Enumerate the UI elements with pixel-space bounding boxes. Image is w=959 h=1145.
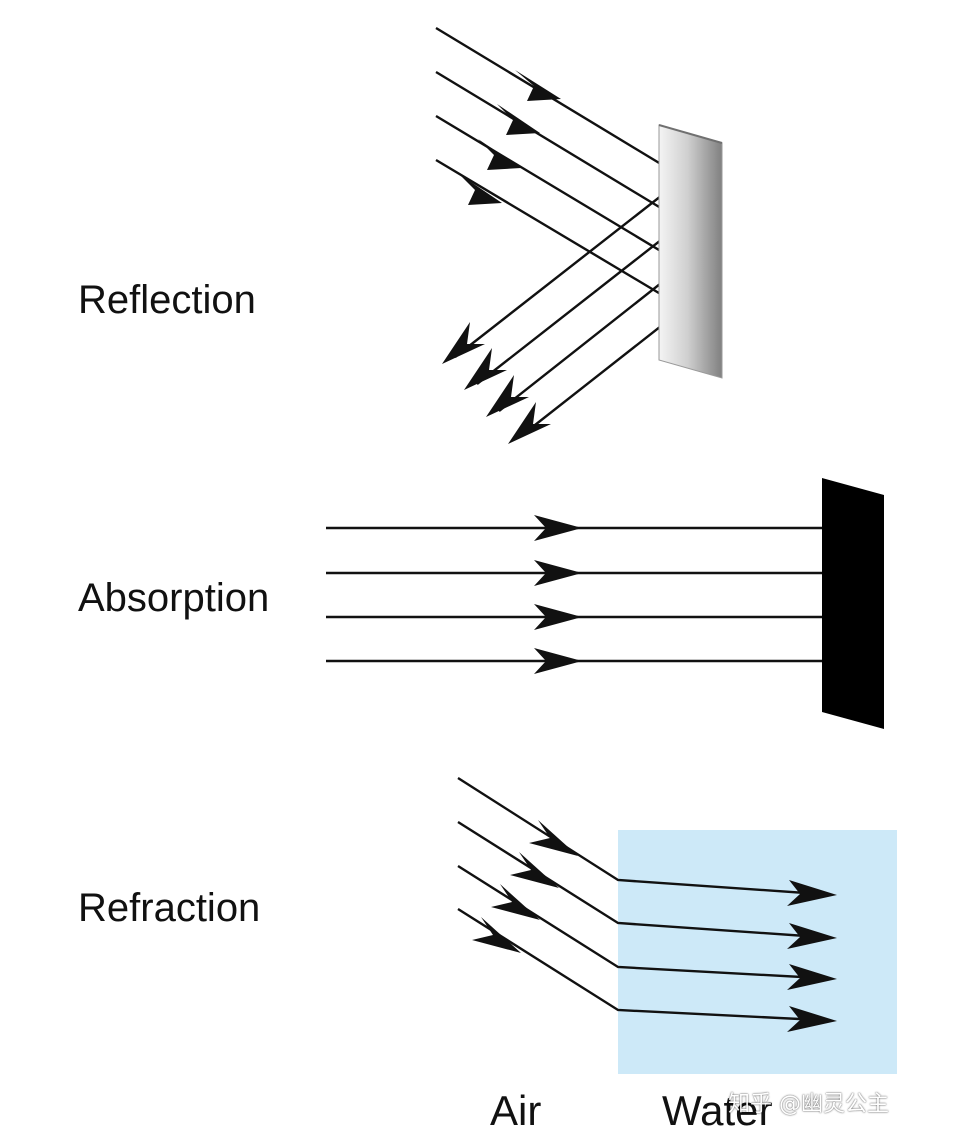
arrowhead bbox=[515, 70, 561, 101]
arrowhead bbox=[534, 515, 582, 541]
reflection-outgoing-arrowheads bbox=[442, 322, 551, 444]
refraction-air-arrowheads bbox=[472, 820, 578, 953]
arrowhead bbox=[472, 917, 521, 953]
arrowhead bbox=[787, 880, 837, 906]
mirror-edge bbox=[658, 124, 723, 144]
arrowhead bbox=[534, 604, 582, 630]
air-label: Air bbox=[490, 1087, 542, 1134]
arrowhead bbox=[464, 348, 507, 390]
arrowhead bbox=[787, 923, 837, 949]
arrowhead bbox=[442, 322, 485, 364]
absorption-arrowheads bbox=[534, 515, 582, 674]
reflection-incoming-arrowheads bbox=[459, 70, 561, 205]
absorption-group bbox=[326, 478, 884, 729]
reflection-ray-1 bbox=[435, 26, 687, 358]
refracted-rays bbox=[457, 776, 821, 1022]
refraction-label: Refraction bbox=[78, 886, 261, 930]
water-region bbox=[618, 830, 897, 1074]
absorbing-surface bbox=[822, 478, 884, 729]
refraction-ray-2 bbox=[457, 820, 821, 939]
refraction-water-arrowheads bbox=[787, 880, 837, 1032]
reflection-ray-3 bbox=[435, 114, 687, 412]
arrowhead bbox=[787, 964, 837, 990]
absorbed-rays bbox=[326, 526, 836, 663]
arrowhead bbox=[459, 174, 502, 205]
arrowhead bbox=[534, 560, 582, 586]
mirror-surface bbox=[658, 124, 723, 379]
arrowhead bbox=[787, 1006, 837, 1032]
arrowhead bbox=[534, 648, 582, 674]
reflection-label: Reflection bbox=[78, 278, 256, 322]
arrowhead bbox=[508, 402, 551, 444]
water-label: Water bbox=[662, 1087, 773, 1134]
arrowhead bbox=[491, 884, 540, 920]
arrowhead bbox=[497, 104, 540, 135]
arrowhead bbox=[510, 852, 559, 888]
arrowhead bbox=[478, 139, 521, 170]
reflected-rays bbox=[435, 26, 687, 437]
arrowhead bbox=[486, 375, 529, 417]
refraction-ray-4 bbox=[457, 907, 821, 1022]
arrowhead bbox=[529, 820, 578, 856]
reflection-group bbox=[435, 26, 723, 444]
refraction-ray-1 bbox=[457, 776, 821, 896]
watermark: 知乎 @幽灵公主 bbox=[728, 1092, 889, 1117]
refraction-group bbox=[457, 776, 897, 1074]
absorption-label: Absorption bbox=[78, 576, 270, 620]
